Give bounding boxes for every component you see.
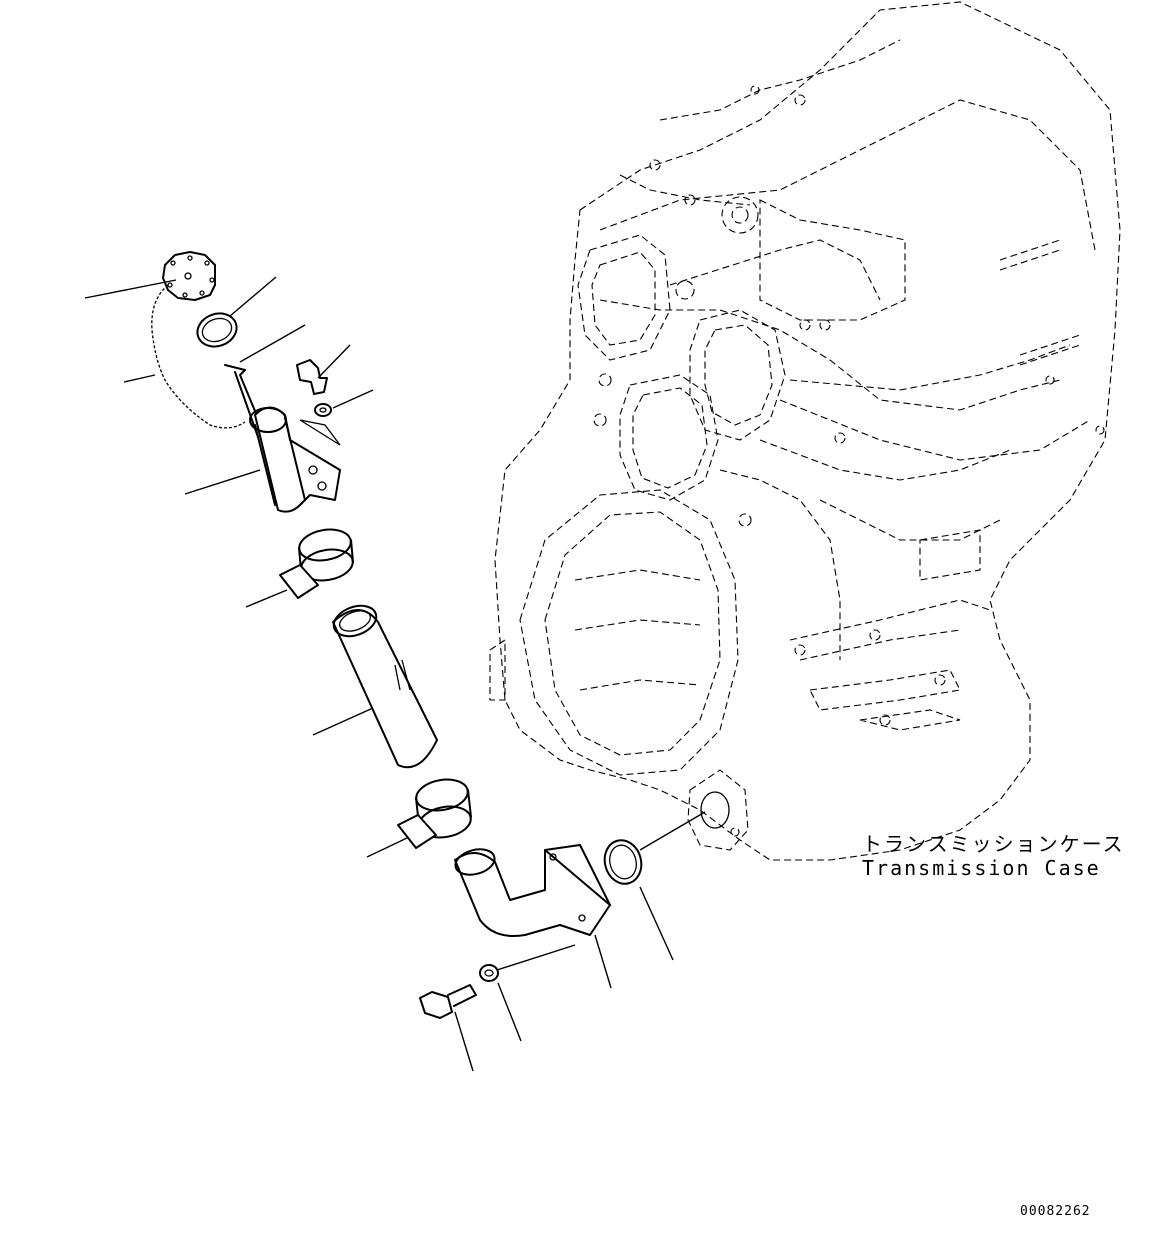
leader-lines [84, 276, 674, 1072]
elbow-pipe [454, 844, 611, 937]
upper-hose-clamp [279, 528, 354, 599]
filler-tube [249, 406, 341, 513]
rubber-hose [332, 604, 438, 769]
transmission-case-label: トランスミッションケース Transmission Case [862, 832, 1125, 880]
drawing-number: 00082262 [1020, 1204, 1091, 1219]
flange-bolt [419, 984, 477, 1019]
filler-cap-assembly [151, 251, 246, 429]
flange-o-ring [603, 811, 706, 885]
dipstick [224, 364, 266, 438]
flange-washer [479, 944, 576, 982]
cap-o-ring [196, 312, 238, 348]
small-bolt [296, 359, 328, 395]
transmission-case-drawing [489, 1, 1121, 861]
case-label-english: Transmission Case [862, 856, 1101, 880]
case-label-japanese: トランスミッションケース [862, 832, 1125, 856]
lower-hose-clamp [397, 778, 472, 849]
small-washer [314, 403, 332, 417]
